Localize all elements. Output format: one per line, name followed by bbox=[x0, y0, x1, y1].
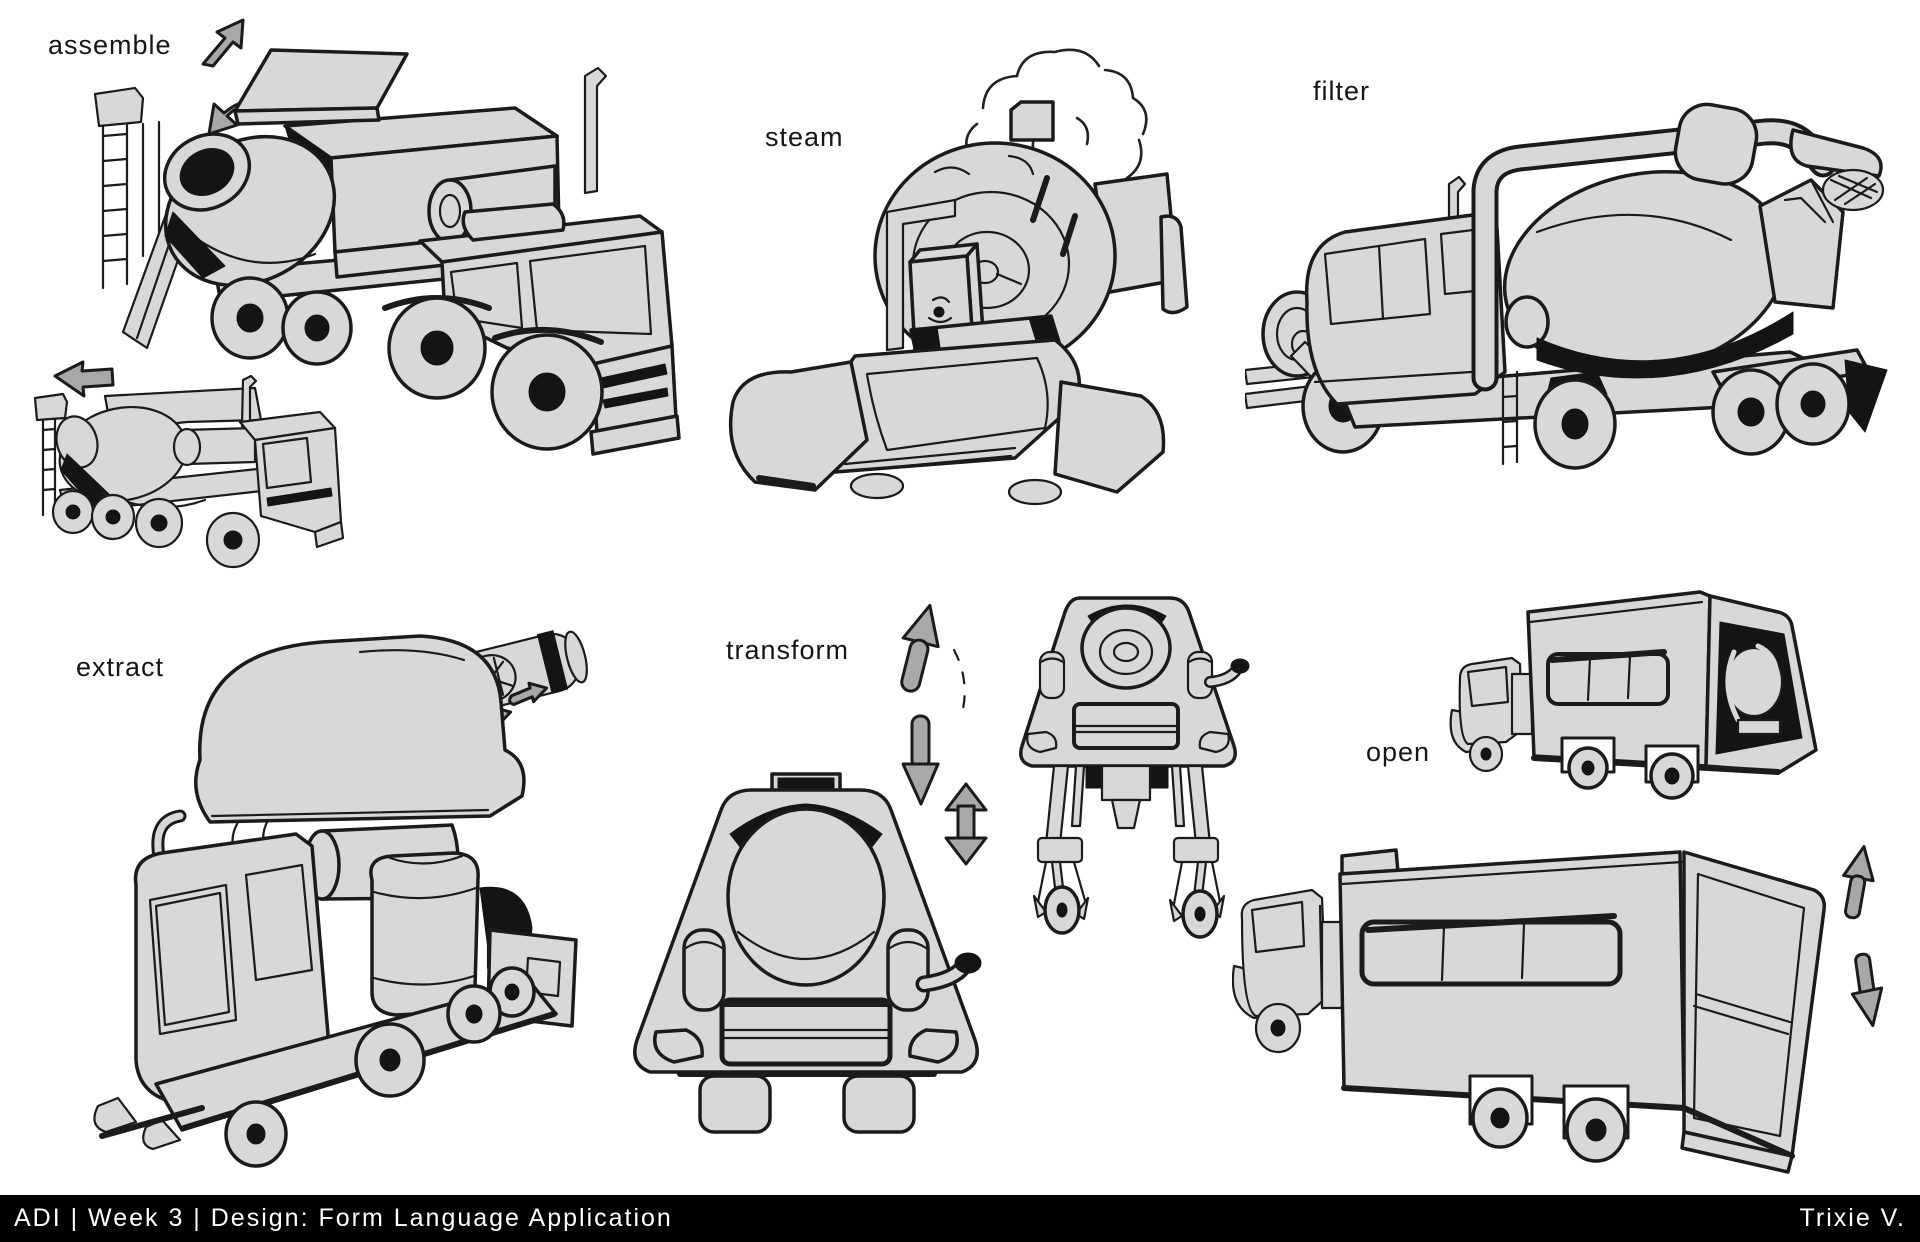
assemble-small-truck-sketch bbox=[33, 360, 345, 569]
down-arrow-icon bbox=[1850, 952, 1884, 1028]
steam-machine-sketch bbox=[728, 48, 1189, 506]
transform-walker-mode-sketch bbox=[1019, 596, 1250, 939]
assemble-exploded-mixer-truck-sketch bbox=[93, 18, 681, 456]
center-housing bbox=[1100, 764, 1152, 802]
footer-course-info: ADI | Week 3 | Design: Form Language App… bbox=[14, 1204, 673, 1232]
bumper bbox=[313, 520, 345, 549]
ladder bbox=[1501, 370, 1519, 466]
connector bbox=[1320, 920, 1344, 1010]
connector bbox=[1510, 672, 1534, 736]
wheels bbox=[210, 276, 604, 451]
rear-funnel bbox=[1758, 178, 1845, 310]
chimney bbox=[1009, 100, 1055, 142]
side-intakes bbox=[1038, 650, 1214, 700]
wheels bbox=[224, 966, 536, 1168]
right-headlight bbox=[1198, 730, 1230, 754]
footer-bar: ADI | Week 3 | Design: Form Language App… bbox=[0, 1195, 1920, 1242]
wheel bbox=[849, 472, 905, 500]
ladder bbox=[41, 408, 57, 517]
label-assemble: assemble bbox=[48, 30, 172, 60]
side-window-slot bbox=[1359, 919, 1623, 987]
cab-roof-scoop bbox=[461, 202, 566, 242]
wheel bbox=[1007, 478, 1063, 506]
transform-car-mode-sketch bbox=[633, 772, 982, 1134]
extract-truck-sketch bbox=[93, 630, 588, 1168]
up-arrow-icon bbox=[900, 603, 940, 693]
right-wheel bbox=[842, 1074, 916, 1134]
lid-top bbox=[233, 48, 409, 113]
drum-shadow bbox=[164, 211, 226, 279]
open-garbage-truck-opened-sketch bbox=[1449, 590, 1818, 800]
drum-collar bbox=[1504, 295, 1550, 349]
left-headlight bbox=[653, 1028, 704, 1064]
up-right-arrow-icon bbox=[201, 18, 245, 68]
down-arrow-icon bbox=[901, 714, 940, 806]
left-arrow-icon bbox=[53, 360, 115, 398]
lifted-canopy bbox=[194, 634, 526, 824]
filter-boom bbox=[1471, 102, 1885, 392]
boom-sleeve bbox=[1673, 102, 1759, 186]
drum-underside-shadow bbox=[1536, 311, 1794, 379]
lid-edge bbox=[233, 106, 381, 126]
open-garbage-truck-closed-sketch bbox=[1232, 845, 1884, 1174]
down-arrow-icon bbox=[944, 836, 988, 866]
boom-head bbox=[1789, 128, 1883, 178]
footer-author: Trixie V. bbox=[1799, 1204, 1906, 1232]
left-wheel bbox=[698, 1074, 772, 1134]
ladder-top-box bbox=[93, 86, 145, 128]
grille bbox=[719, 997, 893, 1067]
legs bbox=[1032, 764, 1226, 923]
right-fender-skirt bbox=[1053, 380, 1166, 494]
up-arrow-icon bbox=[1842, 845, 1875, 920]
exhaust-stack bbox=[583, 66, 608, 195]
label-extract: extract bbox=[76, 652, 165, 682]
transform-arrows bbox=[900, 603, 966, 806]
rear-sloped-panel bbox=[1682, 850, 1827, 1158]
mud-flap bbox=[1844, 359, 1888, 433]
label-steam: steam bbox=[765, 122, 844, 152]
ladder-top-box bbox=[33, 392, 69, 422]
rear-pipe bbox=[1159, 214, 1189, 315]
inner-base bbox=[1736, 718, 1782, 736]
rear-lower-step bbox=[1680, 1130, 1794, 1174]
cab bbox=[1304, 212, 1507, 406]
dashed-motion-line bbox=[952, 648, 966, 716]
exhaust-pipe bbox=[954, 952, 982, 974]
cab bbox=[1240, 888, 1328, 1018]
filter-mixer-truck-sketch bbox=[1245, 102, 1888, 470]
right-headlight bbox=[908, 1028, 959, 1064]
label-filter: filter bbox=[1313, 76, 1371, 106]
bumper bbox=[589, 414, 681, 456]
mixer-mouth bbox=[726, 807, 886, 987]
left-headlight bbox=[1026, 730, 1058, 754]
label-transform: transform bbox=[726, 635, 850, 665]
exhaust-pipe bbox=[1230, 658, 1250, 674]
left-fender-skirt bbox=[728, 360, 869, 492]
transform-double-arrow bbox=[944, 782, 988, 866]
roll-frame bbox=[885, 198, 957, 352]
label-open: open bbox=[1366, 737, 1431, 767]
wheels bbox=[51, 489, 261, 569]
